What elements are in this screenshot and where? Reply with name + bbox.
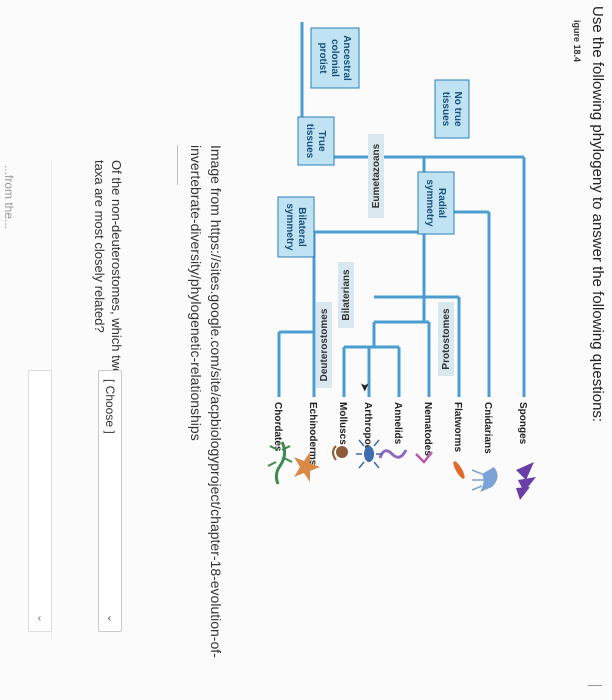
cnidarian-icon bbox=[471, 467, 498, 492]
annelid-icon bbox=[378, 449, 408, 459]
taxon-chordates: Chordates bbox=[272, 402, 283, 452]
question-line-1: Of the non-deuterostomes, which two bbox=[109, 160, 124, 376]
radial-symmetry-box: Radial symmetry bbox=[417, 171, 455, 235]
taxon-arthropods: Arthropods bbox=[362, 402, 373, 457]
box-line: tissues bbox=[304, 124, 315, 159]
clade-eumetazoans: Eumetazoans bbox=[368, 134, 384, 218]
scrollbar-handle[interactable] bbox=[588, 685, 602, 686]
partial-question-text: ...from the... bbox=[2, 165, 16, 230]
box-line: True bbox=[316, 130, 327, 152]
ancestral-protist-box: Ancestral colonial protist bbox=[310, 27, 360, 89]
box-line: Ancestral bbox=[341, 35, 352, 81]
box-line: No true bbox=[452, 92, 463, 127]
box-line: Bilateral bbox=[296, 207, 307, 247]
tree-branches bbox=[277, 22, 526, 397]
clade-label: Eumetazoans bbox=[371, 143, 382, 208]
taxon-echinoderms: Echinoderms bbox=[307, 402, 318, 466]
answer-dropdown[interactable]: [ Choose ] ⌄ bbox=[98, 370, 122, 632]
box-line: symmetry bbox=[424, 179, 435, 227]
sponge-icon bbox=[516, 462, 536, 500]
clade-label: Protostomes bbox=[441, 308, 452, 370]
box-line: Radial bbox=[436, 188, 447, 218]
mollusc-icon bbox=[332, 445, 348, 461]
clade-bilaterians: Bilaterians bbox=[338, 262, 354, 328]
phylogeny-figure: No true tissues Radial symmetry Ancestra… bbox=[267, 22, 536, 500]
clade-deuterostomes: Deuterostomes bbox=[316, 302, 332, 388]
box-line: tissues bbox=[440, 92, 451, 127]
cursor-arrow-icon: ➤ bbox=[358, 382, 372, 393]
true-tissues-box: True tissues bbox=[297, 116, 335, 166]
taxon-labels: Sponges Cnidarians Flatworms Nematodes A… bbox=[272, 402, 528, 466]
flatworm-icon bbox=[453, 461, 465, 479]
nematode-icon bbox=[415, 451, 433, 464]
no-true-tissues-box: No true tissues bbox=[434, 79, 470, 139]
taxon-cnidarians: Cnidarians bbox=[482, 402, 493, 454]
instruction-text: Use the following phylogeny to answer th… bbox=[589, 6, 606, 423]
clade-label: Deuterostomes bbox=[319, 308, 330, 381]
question-line-2: taxa are most closely related? bbox=[92, 160, 107, 333]
next-answer-dropdown[interactable]: ⌄ bbox=[28, 370, 52, 632]
taxon-nematodes: Nematodes bbox=[422, 402, 433, 456]
box-line: protist bbox=[317, 42, 328, 74]
bilateral-symmetry-box: Bilateral symmetry bbox=[277, 196, 315, 258]
box-line: symmetry bbox=[284, 203, 295, 251]
taxon-sponges: Sponges bbox=[517, 402, 528, 445]
taxon-flatworms: Flatworms bbox=[452, 402, 463, 452]
source-line-1: Image from https://sites.google.com/site… bbox=[208, 145, 224, 658]
clade-label: Bilaterians bbox=[341, 269, 352, 321]
box-line: colonial bbox=[329, 39, 340, 77]
chevron-down-icon: ⌄ bbox=[35, 613, 47, 623]
taxon-molluscs: Molluscs bbox=[337, 402, 348, 445]
chevron-down-icon: ⌄ bbox=[105, 613, 117, 623]
chordate-icon bbox=[267, 441, 293, 485]
source-line-2: invertebrate-diversity/phylogenetic-rela… bbox=[188, 145, 204, 441]
dropdown-label: [ Choose ] bbox=[103, 379, 117, 434]
clade-protostomes: Protostomes bbox=[438, 302, 454, 376]
divider bbox=[177, 145, 178, 185]
echinoderm-icon bbox=[294, 452, 320, 482]
taxon-annelids: Annelids bbox=[392, 402, 403, 445]
arthropod-icon bbox=[356, 439, 382, 469]
figure-tag: igure 18.4 bbox=[572, 20, 582, 63]
